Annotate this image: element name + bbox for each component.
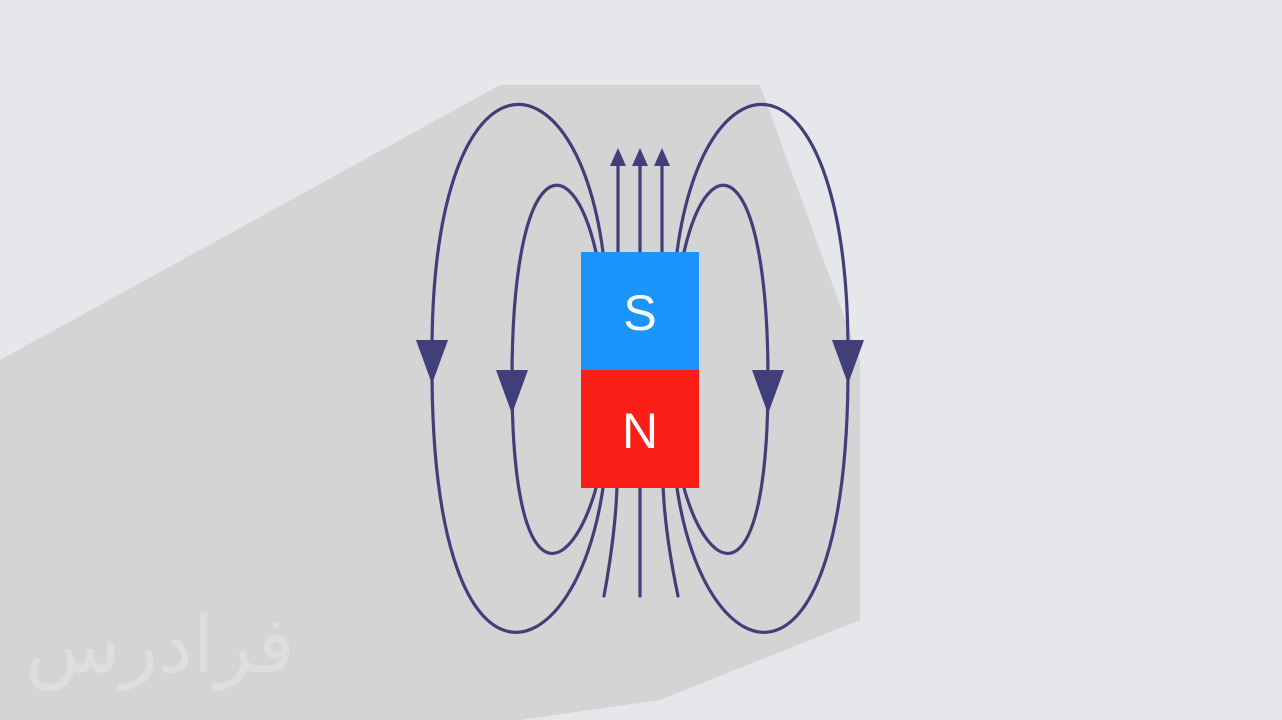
long-shadow [0,85,860,720]
arrow-up-icon [654,148,670,166]
bar-magnet: S N [581,252,699,488]
arrow-up-icon [632,148,648,166]
arrow-up-icon [610,148,626,166]
arrow-down-icon [416,340,448,384]
arrow-down-icon [832,340,864,384]
south-pole-label: S [623,285,656,341]
south-pole [581,252,699,370]
arrow-down-icon [496,370,528,414]
north-pole-label: N [622,403,658,459]
watermark-logo: فرادرس [25,601,295,692]
north-pole [581,370,699,488]
arrow-down-icon [752,370,784,414]
